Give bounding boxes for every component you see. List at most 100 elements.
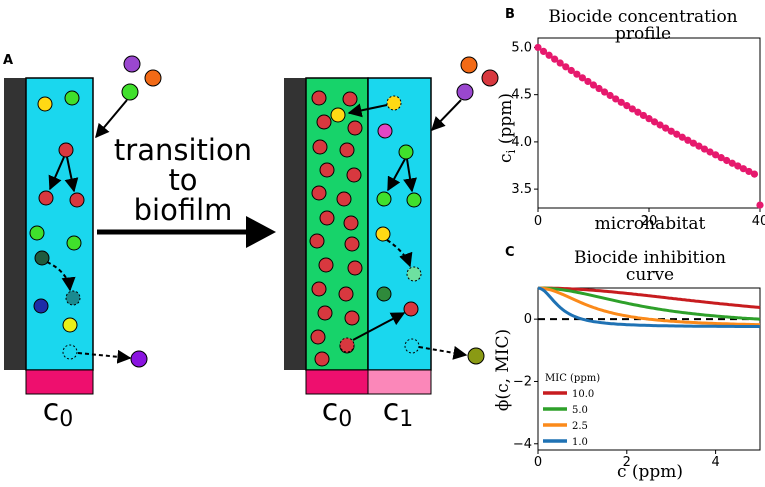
biofilm-cells bbox=[309, 90, 363, 367]
cell-red bbox=[343, 215, 359, 231]
left-bottom-c0-bar bbox=[25, 369, 94, 395]
right-bottom-c0-bar bbox=[305, 369, 369, 395]
chart-b-point bbox=[578, 74, 587, 82]
chart-b-title: Biocide concentration bbox=[548, 7, 737, 27]
cell-yellow bbox=[62, 317, 78, 333]
right-wall bbox=[284, 78, 306, 370]
chart-b-xtick-label: 40 bbox=[752, 214, 765, 229]
arrow-detach bbox=[418, 345, 468, 360]
chart-c-xtick-label: 4 bbox=[711, 455, 719, 470]
chart-b-point bbox=[673, 130, 681, 138]
chart-b-point bbox=[556, 59, 564, 67]
chart-c-ytick-label: −2 bbox=[513, 374, 532, 389]
arrow-attach bbox=[431, 99, 462, 132]
chart-b-ytick-label: 4.0 bbox=[511, 135, 532, 150]
cell-red bbox=[38, 190, 54, 206]
chart-b-point bbox=[534, 43, 542, 52]
chart-b-point bbox=[645, 115, 653, 123]
chart-b-point bbox=[650, 118, 659, 126]
chart-c-title: Biocide inhibition bbox=[574, 248, 726, 268]
arrow-transform bbox=[46, 261, 76, 292]
chart-c-legend-label: 5.0 bbox=[572, 405, 588, 416]
chart-c-series-line bbox=[537, 286, 761, 327]
chart-b-point bbox=[584, 77, 592, 86]
cell-orange bbox=[144, 69, 162, 87]
chart-b-ytick-label: 4.5 bbox=[511, 88, 532, 103]
cell-red bbox=[342, 91, 358, 107]
chart-c-title: curve bbox=[626, 265, 674, 285]
panel-b-label: B bbox=[505, 7, 515, 22]
chart-c-ytick-label: −4 bbox=[513, 437, 532, 452]
cell-yellow bbox=[330, 107, 346, 123]
chart-b-point bbox=[712, 151, 720, 159]
chart-c-xtick-label: 2 bbox=[623, 455, 631, 470]
chart-c-legend-title: MIC (ppm) bbox=[545, 373, 600, 384]
cell-red bbox=[344, 310, 360, 326]
cell-yellow bbox=[37, 96, 53, 112]
transition-label-2: to bbox=[168, 163, 197, 197]
cell-red bbox=[311, 90, 327, 106]
chart-b-point bbox=[595, 84, 603, 93]
cell-green bbox=[64, 90, 80, 106]
arrow-divide bbox=[64, 156, 79, 193]
cell-purple bbox=[456, 83, 474, 101]
chart-b-point bbox=[723, 156, 731, 165]
cell-red bbox=[403, 301, 419, 317]
chart-b-points bbox=[534, 43, 764, 209]
chart-b-point bbox=[684, 136, 692, 144]
chart-b-point bbox=[628, 105, 636, 113]
right-c0-label: c0 bbox=[322, 393, 353, 432]
cell-red bbox=[316, 114, 332, 130]
chart-b-ylabel: ci (ppm) bbox=[496, 93, 518, 163]
chart-c-legend-label: 10.0 bbox=[572, 389, 594, 400]
right-fluid-cells bbox=[330, 56, 499, 365]
chart-b-point bbox=[539, 47, 548, 56]
chart-b-point bbox=[717, 154, 725, 162]
chart-b-ytick-label: 3.5 bbox=[511, 182, 532, 197]
cell-red bbox=[317, 305, 333, 321]
cell-red bbox=[311, 185, 327, 201]
panel-c-label: C bbox=[505, 245, 515, 260]
chart-c-lines bbox=[537, 286, 761, 329]
chart-b-point bbox=[728, 159, 736, 167]
arrow-attach bbox=[347, 103, 388, 118]
chart-b-point bbox=[639, 111, 648, 120]
chart-c-legend-label: 1.0 bbox=[572, 437, 588, 448]
chart-b-point bbox=[634, 108, 642, 116]
cell-red bbox=[346, 167, 362, 183]
chart-b-point bbox=[617, 98, 625, 106]
cell-ghost bbox=[65, 290, 81, 306]
arrow-divide bbox=[48, 156, 65, 191]
chart-b-point bbox=[567, 66, 575, 75]
left-wall bbox=[4, 78, 26, 370]
chart-c-frame bbox=[537, 287, 761, 451]
cell-purple bbox=[130, 350, 148, 368]
chart-b-point bbox=[678, 133, 686, 141]
cell-red bbox=[318, 257, 334, 273]
left-channel: c0 bbox=[4, 77, 94, 432]
cell-ghost-red bbox=[339, 337, 355, 353]
arrow-divide bbox=[387, 158, 406, 192]
cell-darkgreen bbox=[376, 286, 392, 302]
cell-red bbox=[319, 162, 335, 178]
chart-c-series-line bbox=[538, 286, 761, 321]
cell-red bbox=[344, 236, 360, 252]
cell-ghost-yellow bbox=[386, 95, 402, 111]
transition-label-1: transition bbox=[114, 133, 252, 167]
chart-c-series-line bbox=[538, 286, 761, 309]
chart-b-ytick-label: 5.0 bbox=[511, 40, 532, 55]
cell-red bbox=[312, 139, 328, 155]
cell-magenta bbox=[377, 123, 393, 139]
cell-purple bbox=[123, 55, 141, 73]
left-fluid bbox=[25, 77, 94, 371]
arrow-divide bbox=[403, 158, 417, 193]
chart-c-ytick-label: 0 bbox=[524, 312, 532, 327]
cell-red bbox=[339, 142, 355, 158]
chart-b-title: profile bbox=[615, 24, 671, 44]
cell-red bbox=[314, 351, 330, 367]
left-cells bbox=[29, 55, 162, 368]
